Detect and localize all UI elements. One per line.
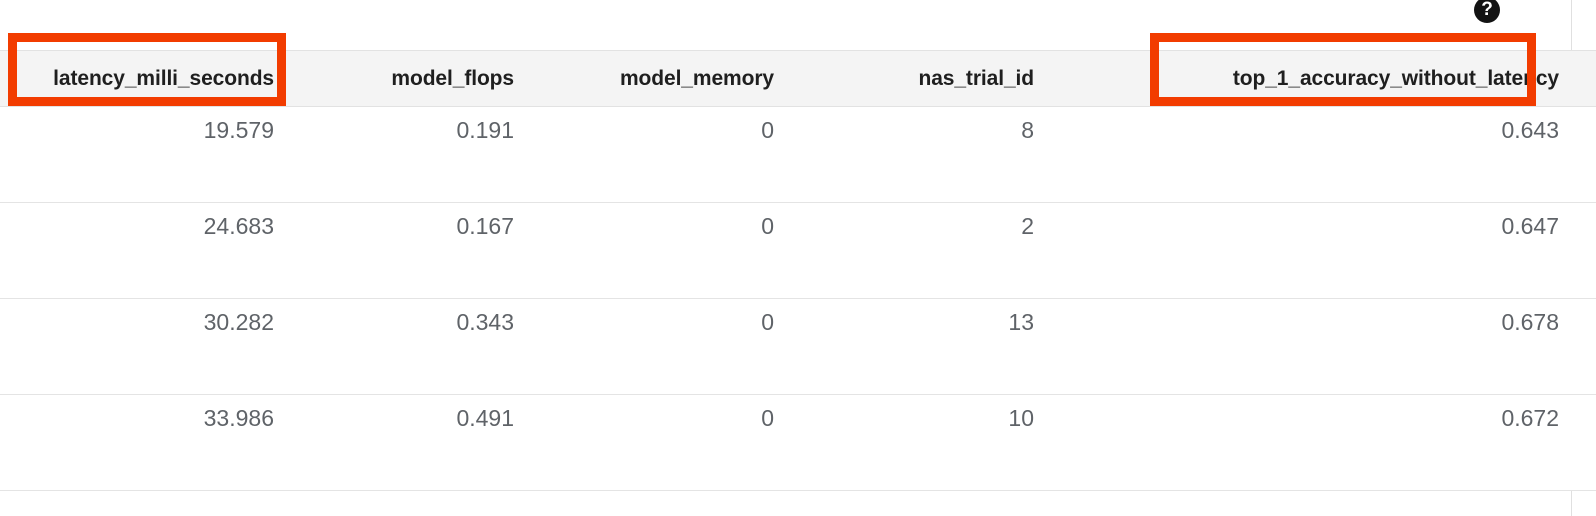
cell-latency-milli-seconds: 30.282 <box>0 298 290 395</box>
cell-overflow <box>1575 298 1596 395</box>
cell-latency-milli-seconds: 19.579 <box>0 106 290 203</box>
cell-model-flops: 0.491 <box>290 394 530 491</box>
cell-latency-milli-seconds: 33.986 <box>0 394 290 491</box>
cell-nas-trial-id: 8 <box>790 106 1050 203</box>
table-row[interactable]: 33.986 0.491 0 10 0.672 <box>0 394 1596 491</box>
cell-top-1-accuracy-without-latency: 0.672 <box>1050 394 1575 491</box>
cell-nas-trial-id: 2 <box>790 202 1050 299</box>
cell-nas-trial-id: 13 <box>790 298 1050 395</box>
header-row: latency_milli_seconds model_flops model_… <box>0 50 1596 107</box>
help-question-icon[interactable]: ? <box>1474 0 1500 23</box>
column-header-overflow <box>1575 50 1596 107</box>
cell-top-1-accuracy-without-latency: 0.647 <box>1050 202 1575 299</box>
cell-model-memory: 0 <box>530 106 790 203</box>
results-grid: latency_milli_seconds model_flops model_… <box>0 50 1596 491</box>
column-header-nas-trial-id[interactable]: nas_trial_id <box>790 50 1050 107</box>
table-body: 19.579 0.191 0 8 0.643 24.683 0.167 0 2 … <box>0 106 1596 491</box>
cell-top-1-accuracy-without-latency: 0.643 <box>1050 106 1575 203</box>
cell-model-flops: 0.343 <box>290 298 530 395</box>
cell-overflow <box>1575 106 1596 203</box>
cell-overflow <box>1575 394 1596 491</box>
column-header-model-flops[interactable]: model_flops <box>290 50 530 107</box>
cell-top-1-accuracy-without-latency: 0.678 <box>1050 298 1575 395</box>
cell-latency-milli-seconds: 24.683 <box>0 202 290 299</box>
cell-model-memory: 0 <box>530 298 790 395</box>
cell-model-memory: 0 <box>530 394 790 491</box>
table-row[interactable]: 30.282 0.343 0 13 0.678 <box>0 298 1596 395</box>
cell-overflow <box>1575 202 1596 299</box>
table-row[interactable]: 19.579 0.191 0 8 0.643 <box>0 106 1596 203</box>
column-header-top-1-accuracy-without-latency[interactable]: top_1_accuracy_without_latency <box>1050 50 1575 107</box>
cell-nas-trial-id: 10 <box>790 394 1050 491</box>
column-header-latency-milli-seconds[interactable]: latency_milli_seconds <box>0 50 290 107</box>
cell-model-flops: 0.191 <box>290 106 530 203</box>
results-table: latency_milli_seconds model_flops model_… <box>0 50 1596 491</box>
table-header: latency_milli_seconds model_flops model_… <box>0 50 1596 107</box>
cell-model-flops: 0.167 <box>290 202 530 299</box>
column-header-model-memory[interactable]: model_memory <box>530 50 790 107</box>
cell-model-memory: 0 <box>530 202 790 299</box>
table-row[interactable]: 24.683 0.167 0 2 0.647 <box>0 202 1596 299</box>
